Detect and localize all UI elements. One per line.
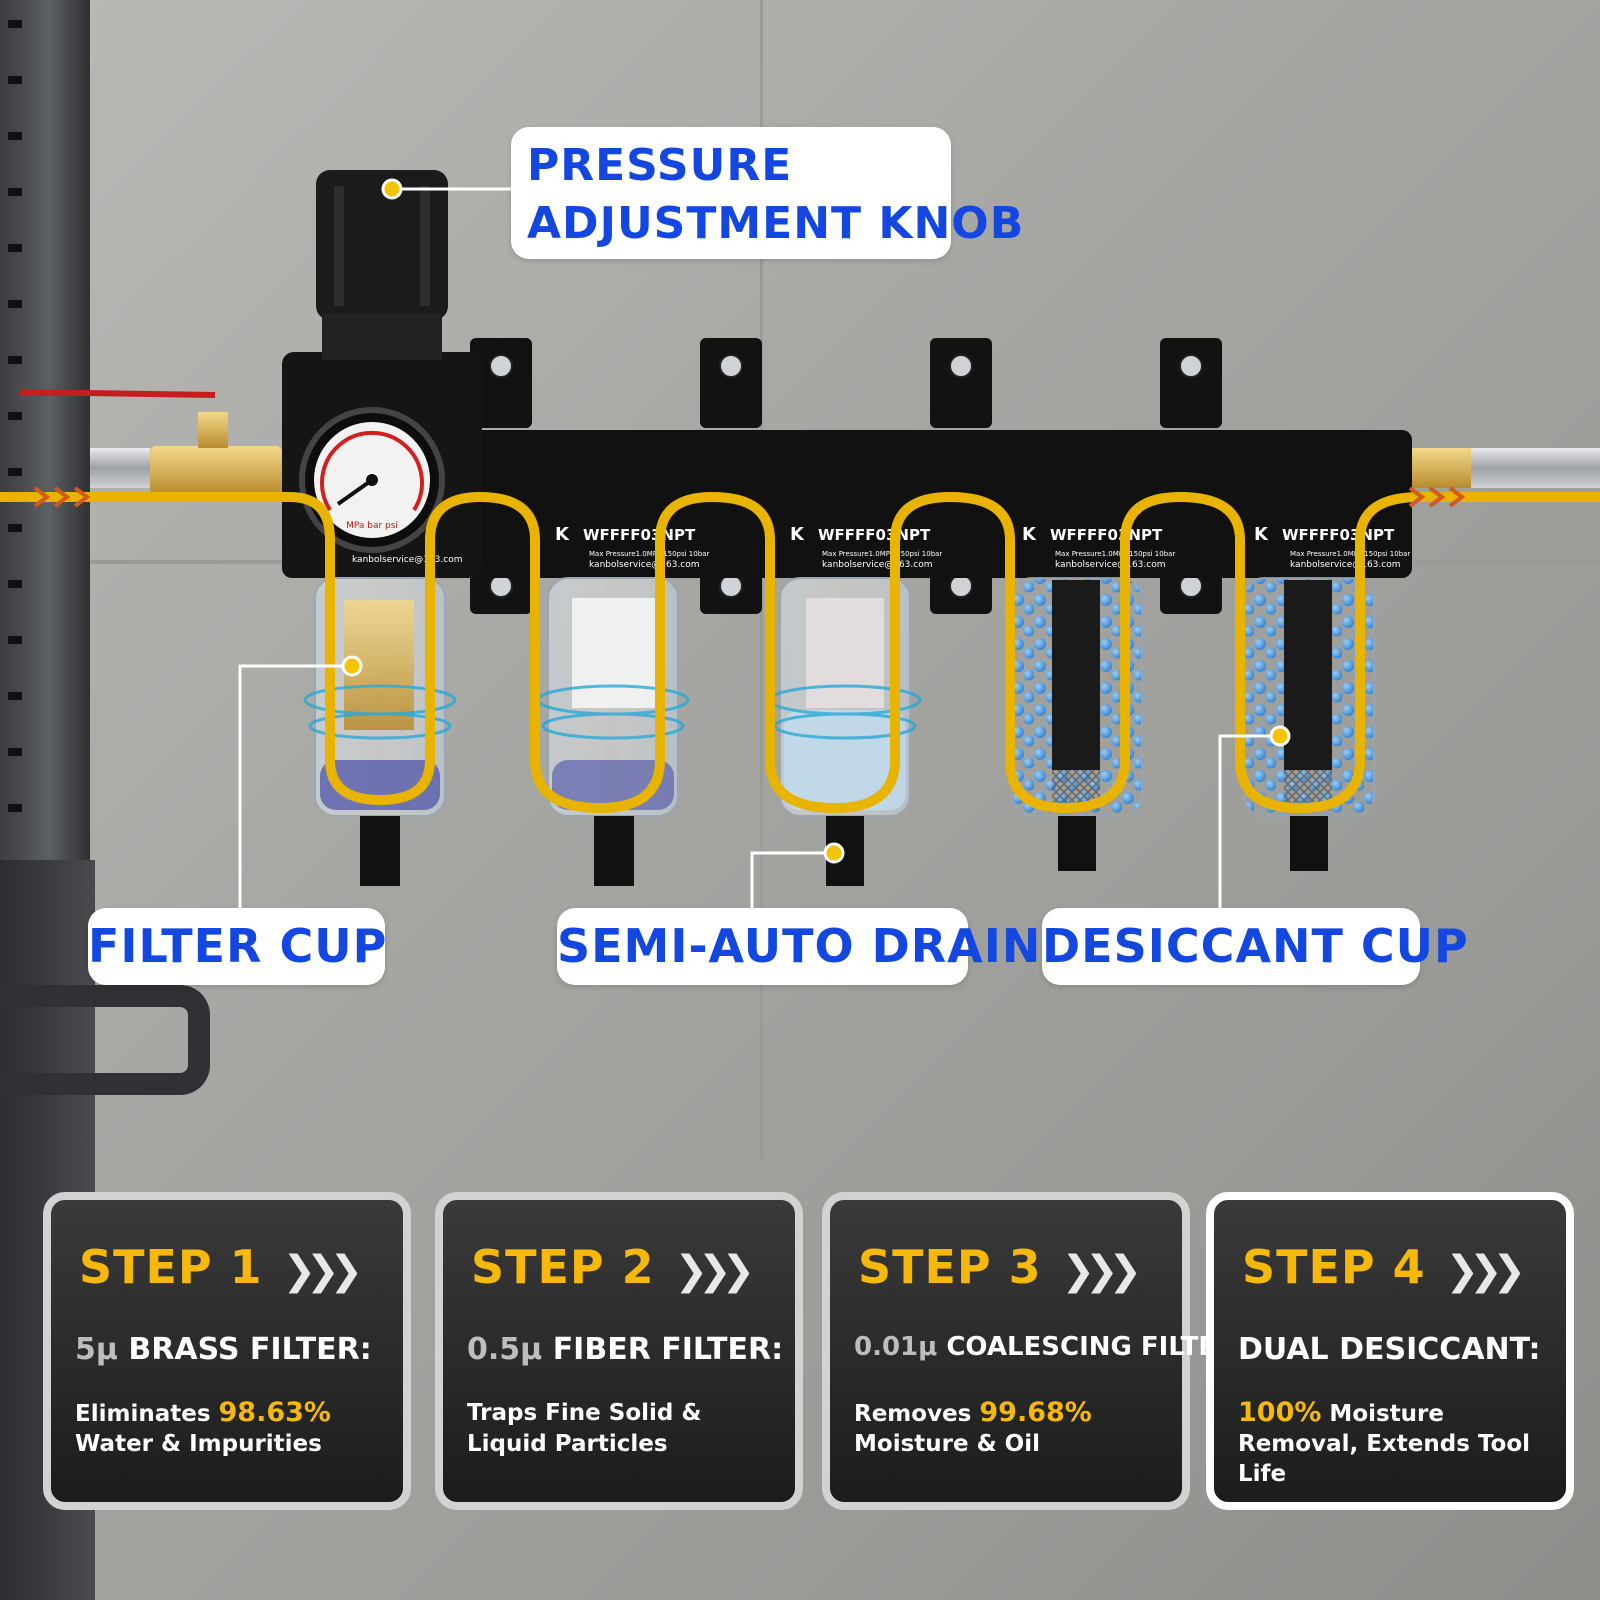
svg-text:Max Pressure1.0MPa 150psi 10ba: Max Pressure1.0MPa 150psi 10bar — [822, 550, 942, 558]
callout-dots — [341, 178, 1291, 864]
svg-text:Max Pressure1.0MPa 150psi 10ba: Max Pressure1.0MPa 150psi 10bar — [589, 550, 709, 558]
gauge-pivot — [366, 474, 378, 486]
step-label: STEP 1 — [79, 1240, 263, 1294]
filter-description: Eliminates 98.63% Water & Impurities — [75, 1397, 331, 1458]
step-label: STEP 3 — [858, 1240, 1042, 1294]
filter-title: DUAL DESICCANT: — [1238, 1332, 1541, 1367]
callout-desiccant-cup: DESICCANT CUP — [1042, 908, 1469, 985]
gauge-units: MPa bar psi — [346, 521, 398, 531]
unit-label-plate: K WFFFF03NPT Max Pressure1.0MPa 150psi 1… — [555, 524, 709, 570]
unit-label-plate: kanbolservice@163.com — [352, 555, 463, 565]
filter-title: 5μ BRASS FILTER: — [75, 1332, 372, 1367]
knob-ridge — [334, 186, 344, 306]
rack-holes — [8, 20, 22, 900]
callout-leaders — [238, 187, 1280, 908]
svg-text:kanbolservice@163.com: kanbolservice@163.com — [352, 555, 463, 565]
svg-text:K: K — [555, 524, 570, 545]
knob-collar — [322, 314, 442, 360]
gauge-needle — [336, 478, 374, 506]
callout-text: PRESSURE — [527, 140, 793, 191]
air-flow-line — [0, 492, 1600, 813]
callout-pressure-adjustment-knob: PRESSURE ADJUSTMENT KNOB — [511, 127, 1025, 259]
svg-text:WFFFF03NPT: WFFFF03NPT — [1282, 526, 1395, 544]
svg-text:K: K — [790, 524, 805, 545]
triple-chevron-right-icon: ❯❯❯ — [674, 1248, 754, 1294]
bracket-bolts — [489, 354, 1203, 598]
step-card-4: STEP 4 ❯❯❯ DUAL DESICCANT: 100% Moisture… — [1206, 1192, 1574, 1510]
svg-text:K: K — [1022, 524, 1037, 545]
pressure-knob — [316, 170, 448, 320]
flow-direction-arrows — [33, 486, 1466, 508]
filter-description: Traps Fine Solid & Liquid Particles — [467, 1400, 702, 1457]
callout-filter-cup: FILTER CUP — [88, 908, 388, 985]
outlet-pipe — [1470, 448, 1600, 488]
cabinet-handle — [0, 985, 210, 1095]
step-label: STEP 2 — [471, 1240, 655, 1294]
step-card-3: STEP 3 ❯❯❯ 0.01μ COALESCING FILTER: Remo… — [822, 1192, 1247, 1510]
svg-text:K: K — [1254, 524, 1269, 545]
desiccant-cup — [1243, 577, 1375, 871]
callout-text: SEMI-AUTO DRAIN — [557, 919, 1042, 973]
gauge-red-arc — [320, 430, 424, 512]
step-card-2: STEP 2 ❯❯❯ 0.5μ FIBER FILTER: Traps Fine… — [435, 1192, 803, 1510]
filter-title: 0.5μ FIBER FILTER: — [467, 1332, 784, 1367]
callout-text: DESICCANT CUP — [1042, 919, 1469, 973]
inlet-valve — [150, 446, 282, 494]
inlet-pipe — [90, 448, 150, 488]
knob-ridge — [420, 186, 430, 306]
callout-semi-auto-drain: SEMI-AUTO DRAIN — [557, 908, 1042, 985]
valve-stem — [198, 412, 228, 448]
svg-text:WFFFF03NPT: WFFFF03NPT — [1050, 526, 1163, 544]
unit-label-plate: K WFFFF03NPT Max Pressure1.0MPa 150psi 1… — [790, 524, 942, 570]
triple-chevron-right-icon: ❯❯❯ — [1061, 1248, 1141, 1294]
fiber-filter-cup — [547, 577, 679, 886]
callout-text: ADJUSTMENT KNOB — [527, 198, 1025, 249]
svg-text:kanbolservice@163.com: kanbolservice@163.com — [822, 560, 933, 570]
unit-label-plate: K WFFFF03NPT Max Pressure1.0MPa 150psi 1… — [1254, 524, 1410, 570]
triple-chevron-right-icon: ❯❯❯ — [282, 1248, 362, 1294]
valve-handle — [19, 389, 216, 398]
svg-text:WFFFF03NPT: WFFFF03NPT — [583, 526, 696, 544]
svg-text:Max Pressure1.0MPa 150psi 10ba: Max Pressure1.0MPa 150psi 10bar — [1290, 550, 1410, 558]
step-card-1: STEP 1 ❯❯❯ 5μ BRASS FILTER: Eliminates 9… — [43, 1192, 411, 1510]
triple-chevron-right-icon: ❯❯❯ — [1445, 1248, 1525, 1294]
svg-text:Max Pressure1.0MPa 150psi 10ba: Max Pressure1.0MPa 150psi 10bar — [1055, 550, 1175, 558]
svg-text:kanbolservice@163.com: kanbolservice@163.com — [1055, 560, 1166, 570]
svg-text:WFFFF03NPT: WFFFF03NPT — [818, 526, 931, 544]
filter-title: 0.01μ COALESCING FILTER: — [854, 1332, 1247, 1362]
outlet-fitting — [1405, 448, 1471, 488]
filter-description: 100% Moisture Removal, Extends Tool Life — [1238, 1397, 1531, 1488]
filter-description: Removes 99.68% Moisture & Oil — [854, 1397, 1092, 1458]
callout-text: FILTER CUP — [88, 919, 388, 973]
svg-text:kanbolservice@163.com: kanbolservice@163.com — [1290, 560, 1401, 570]
svg-text:kanbolservice@163.com: kanbolservice@163.com — [589, 560, 700, 570]
unit-label-plate: K WFFFF03NPT Max Pressure1.0MPa 150psi 1… — [1022, 524, 1175, 570]
step-label: STEP 4 — [1242, 1240, 1426, 1294]
